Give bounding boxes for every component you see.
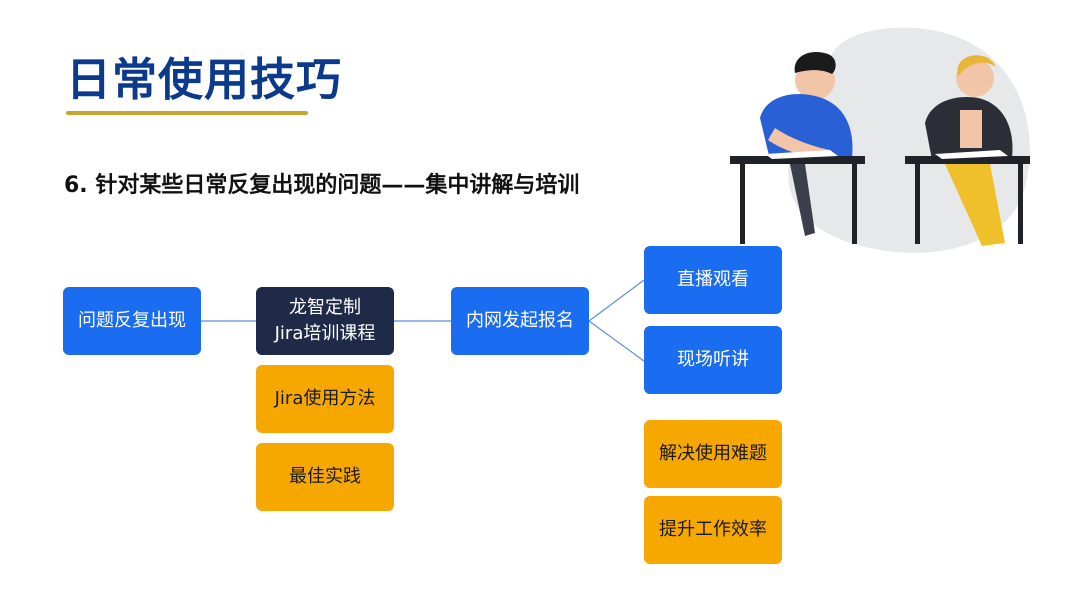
node-topic-jira-usage: Jira使用方法 [256,365,394,433]
connector-signup-to-livestream [588,279,645,322]
node-format-livestream: 直播观看 [644,246,782,314]
students-studying-illustration [730,27,1030,253]
student-right-legs [945,164,1005,246]
node-topic-label: Jira使用方法 [274,388,376,409]
node-format-label: 现场听讲 [677,349,749,370]
page-subtitle: 6. 针对某些日常反复出现的问题——集中讲解与培训 [64,173,580,198]
title-underline [66,111,308,115]
node-topic-best-practice: 最佳实践 [256,443,394,511]
node-signup-label: 内网发起报名 [466,310,574,331]
node-signup: 内网发起报名 [451,287,589,355]
node-outcome-efficiency: 提升工作效率 [644,496,782,564]
node-outcome-solve-problems: 解决使用难题 [644,420,782,488]
node-outcome-label: 解决使用难题 [659,443,767,464]
connector-signup-to-onsite [588,320,645,362]
node-topic-label: 最佳实践 [289,466,361,487]
node-format-onsite: 现场听讲 [644,326,782,394]
student-left-legs [790,164,815,236]
node-outcome-label: 提升工作效率 [659,519,767,540]
node-course-line1: 龙智定制 [289,297,361,318]
node-problem-label: 问题反复出现 [78,310,186,331]
node-format-label: 直播观看 [677,269,749,290]
node-problem: 问题反复出现 [63,287,201,355]
desk-right [905,150,1030,244]
desk-left [730,150,865,244]
student-right-figure [925,55,1013,160]
node-course: 龙智定制 Jira培训课程 [256,287,394,355]
page-title: 日常使用技巧 [66,53,343,106]
node-course-line2: Jira培训课程 [274,323,376,344]
